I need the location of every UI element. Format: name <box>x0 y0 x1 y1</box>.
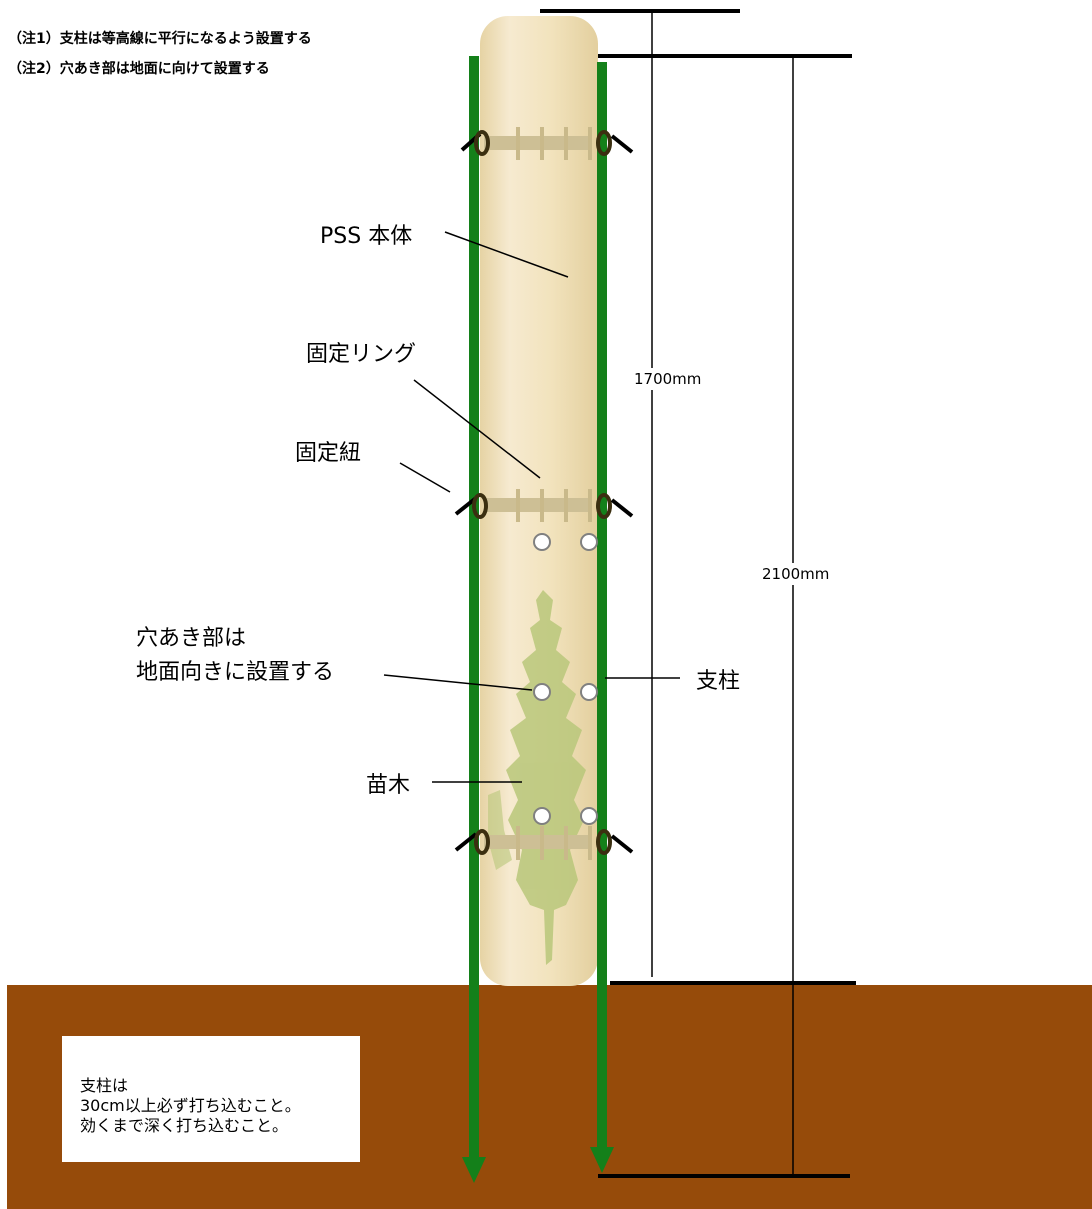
label-fixing-ring: 固定リング <box>306 342 417 367</box>
fixing-ring-middle <box>484 489 592 522</box>
fixing-ring-bottom <box>484 826 592 860</box>
label-holes-line1: 穴あき部は <box>136 626 247 651</box>
label-fixing-string: 固定紐 <box>295 441 362 466</box>
holes <box>533 533 598 825</box>
leader-lines <box>383 231 680 783</box>
label-post: 支柱 <box>696 669 741 694</box>
ground-note-line-2: 30cm以上必ず打ち込むこと。 <box>80 1096 301 1115</box>
ground-note-box: 支柱は 30cm以上必ず打ち込むこと。 効くまで深く打ち込むこと。 <box>62 1036 360 1162</box>
label-seedling: 苗木 <box>366 773 411 798</box>
dimension-lines <box>540 9 856 1178</box>
fixing-string-knots <box>454 130 634 855</box>
dimension-post-height: 2100mm <box>762 563 830 585</box>
ground-note-line-1: 支柱は <box>80 1076 129 1095</box>
post-right <box>590 62 614 1173</box>
label-holes-line2: 地面向きに設置する <box>136 660 335 685</box>
fixing-ring-top <box>484 127 592 160</box>
label-pss-body: PSS 本体 <box>320 224 413 249</box>
post-left <box>462 56 486 1183</box>
note-1: （注1）支柱は等高線に平行になるよう設置する <box>8 31 312 47</box>
note-2: （注2）穴あき部は地面に向けて設置する <box>8 61 270 77</box>
dimension-pss-height: 1700mm <box>634 368 702 390</box>
ground-note-line-3: 効くまで深く打ち込むこと。 <box>80 1116 289 1135</box>
seedling <box>488 590 586 965</box>
